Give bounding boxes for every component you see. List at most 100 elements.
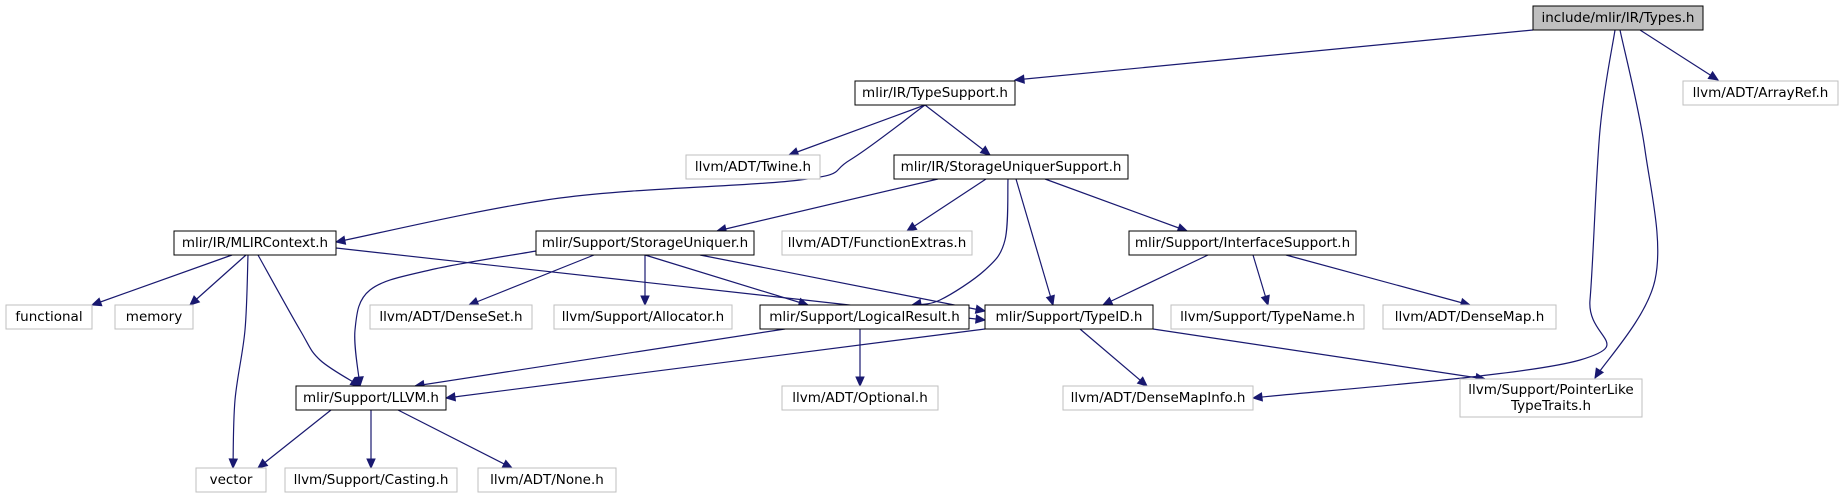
dependency-nodes: include/mlir/IR/Types.h mlir/IR/TypeSuppo… [5,5,1839,493]
arrowhead [1260,294,1270,307]
node-box [893,154,1129,180]
node-twine: llvm/ADT/Twine.h [685,154,821,180]
node-storageuniquer[interactable]: mlir/Support/StorageUniquer.h [535,230,755,256]
node-allocator: llvm/Support/Allocator.h [553,304,733,330]
arrowhead [975,314,987,324]
node-box [1170,304,1365,330]
node-label: llvm/ADT/Twine.h [695,159,811,175]
node-interfacesupport[interactable]: mlir/Support/InterfaceSupport.h [1128,230,1357,256]
edge-storageuniquer-to-denseset [467,254,595,306]
arrowhead [334,235,347,245]
node-box [1382,304,1557,330]
node-logicalresult[interactable]: mlir/Support/LogicalResult.h [759,304,970,330]
arrowhead [1251,392,1263,402]
node-box [854,80,1016,106]
edge-interfacesupport-to-typeid [1101,254,1209,306]
node-box [984,304,1154,330]
node-box [781,230,973,256]
node-box [685,154,821,180]
node-label: memory [126,309,182,325]
node-box [284,467,458,493]
node-label: mlir/IR/MLIRContext.h [182,235,328,251]
node-label: llvm/Support/Casting.h [294,472,449,488]
edge-llvm-to-none [397,409,514,469]
edge-storageuniquer-to-typeid [699,254,987,314]
node-casting: llvm/Support/Casting.h [284,467,458,493]
node-label: llvm/ADT/DenseMapInfo.h [1071,390,1246,406]
arrowhead [640,295,650,307]
edge-typesupport-to-mlircontext [334,104,926,245]
node-typesupport[interactable]: mlir/IR/TypeSupport.h [854,80,1016,106]
edge-logicalresult-to-optional [855,329,865,388]
node-box [1459,378,1643,418]
edge-typesupport-to-storageuniquersupport [924,104,991,156]
node-box [759,304,970,330]
arrowhead [855,376,865,388]
node-label: mlir/Support/LLVM.h [303,390,439,406]
edge-typeid-to-llvm [444,328,986,402]
node-optional: llvm/ADT/Optional.h [781,385,939,411]
node-label: llvm/ADT/ArrayRef.h [1693,85,1829,101]
node-box [1128,230,1357,256]
node-box [295,385,447,411]
edge-types-to-typesupport [1013,29,1534,84]
arrowhead [501,459,514,469]
node-vector: vector [195,467,267,493]
node-arrayref: llvm/ADT/ArrayRef.h [1682,80,1839,106]
node-none: llvm/ADT/None.h [477,467,617,493]
node-label: mlir/Support/TypeID.h [996,309,1143,325]
node-label: llvm/Support/TypeName.h [1180,309,1355,325]
arrowhead [354,376,364,388]
edge-typesupport-to-twine [787,104,926,157]
arrowhead [444,392,457,402]
node-label: llvm/Support/Allocator.h [562,309,725,325]
arrowhead [90,297,103,307]
node-typeid[interactable]: mlir/Support/TypeID.h [984,304,1154,330]
edge-interfacesupport-to-typename [1252,254,1270,307]
arrowhead [467,297,480,306]
node-functional: functional [5,304,93,330]
node-box [1532,5,1704,31]
node-denseset: llvm/ADT/DenseSet.h [369,304,533,330]
edge-types-to-pointerlike [1594,29,1659,380]
edge-mlircontext-to-vector [228,254,249,470]
node-densemap: llvm/ADT/DenseMap.h [1382,304,1557,330]
node-label: mlir/Support/InterfaceSupport.h [1135,235,1350,251]
node-memory: memory [114,304,194,330]
node-functionextras: llvm/ADT/FunctionExtras.h [781,230,973,256]
edge-interfacesupport-to-densemap [1285,254,1472,308]
arrowhead [979,145,991,156]
edge-storageuniquer-to-logicalresult [644,254,810,307]
node-box [535,230,755,256]
arrowhead [974,304,987,314]
node-densemapinfo: llvm/ADT/DenseMapInfo.h [1062,385,1254,411]
node-types[interactable]: include/mlir/IR/Types.h [1532,5,1704,31]
node-label: llvm/ADT/DenseSet.h [379,309,522,325]
node-label: include/mlir/IR/Types.h [1541,10,1694,26]
node-box [781,385,939,411]
arrowhead [366,458,376,470]
arrowhead [905,221,918,232]
dependency-edges [90,29,1720,470]
arrowhead [1136,376,1148,387]
node-label: llvm/ADT/Optional.h [792,390,928,406]
node-llvm[interactable]: mlir/Support/LLVM.h [295,385,447,411]
edge-llvm-to-casting [366,410,376,470]
edge-types-to-arrayref [1639,29,1720,81]
node-label: vector [210,472,253,488]
node-mlircontext[interactable]: mlir/IR/MLIRContext.h [173,230,337,256]
node-label: functional [15,309,82,325]
edge-mlircontext-to-memory [189,254,247,306]
node-storageuniquersupport[interactable]: mlir/IR/StorageUniquerSupport.h [893,154,1129,180]
node-label: llvm/ADT/DenseMap.h [1395,309,1545,325]
arrowhead [189,295,201,306]
arrowhead [1707,70,1720,81]
node-box [477,467,617,493]
node-box [369,304,533,330]
edge-storageuniquersupport-to-storageuniquer [715,178,939,234]
node-label: mlir/Support/StorageUniquer.h [542,235,748,251]
edge-storageuniquersupport-to-interfacesupport [1044,178,1189,233]
arrowhead [1101,296,1114,306]
